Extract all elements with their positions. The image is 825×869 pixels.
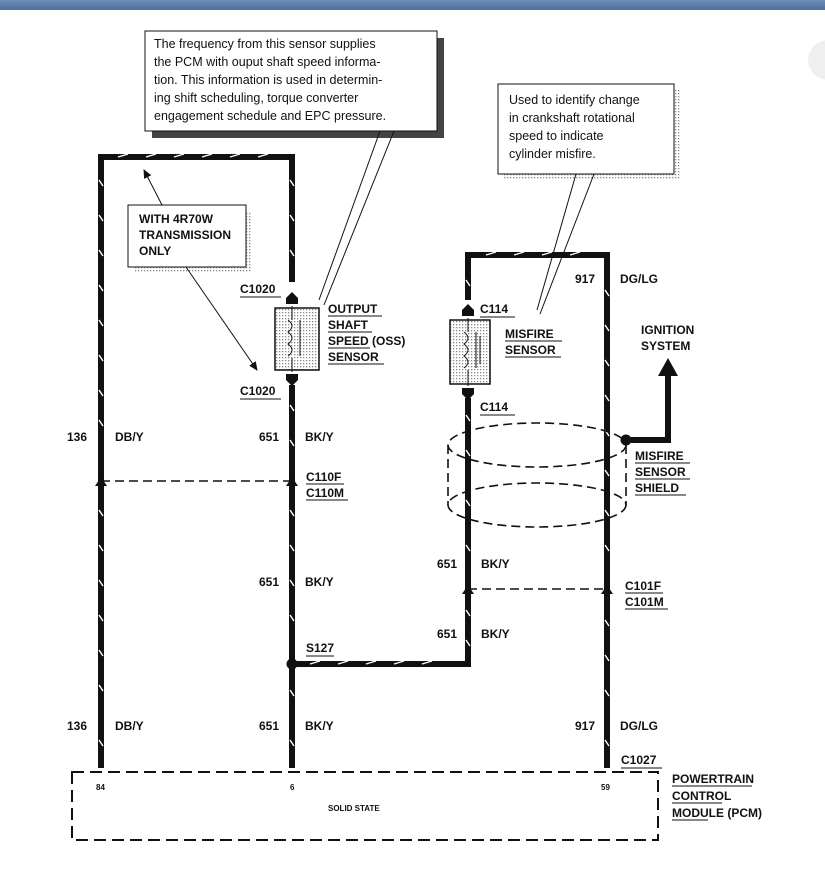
corner-scroll-bubble — [808, 40, 825, 80]
pcm-label-line-1: POWERTRAIN — [672, 772, 754, 786]
wire-651-lower-color: BK/Y — [305, 719, 334, 733]
shield-ground-dot — [620, 434, 632, 446]
c101m-label: C101M — [625, 595, 664, 609]
connector-label-underlines — [240, 296, 668, 769]
misfire-label-underlines — [505, 340, 562, 358]
wire-651-upper-number: 651 — [259, 430, 279, 444]
wire-136-db-y-loop — [98, 154, 295, 768]
c110f-label: C110F — [306, 470, 341, 484]
misfire-note-line-2: in crankshaft rotational — [509, 111, 635, 125]
misfire-label-line-2: SENSOR — [505, 343, 556, 357]
misfire-sensor-body — [449, 319, 491, 385]
wire-136-lower-color: DB/Y — [115, 719, 144, 733]
wire-651-upper-color: BK/Y — [305, 430, 334, 444]
shield-top-ellipse — [447, 422, 627, 468]
wire-917-lower-number: 917 — [575, 719, 595, 733]
oss-label-underlines — [328, 315, 384, 365]
ignition-arrow-icon — [658, 358, 678, 376]
splice-s127-dot — [286, 658, 298, 670]
trans-note-line-2: TRANSMISSION — [139, 228, 231, 242]
pcm-pin-84: 84 — [96, 783, 105, 792]
trans-note-line-3: ONLY — [139, 244, 171, 258]
wire-917-dg-lg-loop — [465, 252, 610, 768]
wire-917-upper-color: DG/LG — [620, 272, 658, 286]
oss-note-line-4: ing shift scheduling, torque converter — [154, 91, 358, 105]
c114-bottom-label: C114 — [480, 400, 508, 414]
misfire-label-line-1: MISFIRE — [505, 327, 554, 341]
c114-top-label: C114 — [480, 302, 508, 316]
wire-136-stripes-right — [289, 179, 295, 257]
shield-bottom-ellipse — [447, 482, 627, 528]
wire-651-shield-number: 651 — [437, 557, 457, 571]
shield-label-line-3: SHIELD — [635, 481, 679, 495]
wire-136-stripes-top — [117, 153, 269, 158]
pcm-pin-6: 6 — [290, 783, 295, 792]
misfire-note-box — [497, 83, 675, 175]
wire-917-upper-number: 917 — [575, 272, 595, 286]
wire-651-middle-number: 651 — [259, 575, 279, 589]
oss-note-line-3: tion. This information is used in determ… — [154, 73, 382, 87]
pcm-label-line-2: CONTROL — [672, 789, 731, 803]
oss-note-line-5: engagement schedule and EPC pressure. — [154, 109, 386, 123]
oss-note-box — [144, 30, 438, 132]
oss-sensor-terminals — [286, 292, 298, 386]
pcm-pin-59: 59 — [601, 783, 610, 792]
c110m-label: C110M — [306, 486, 344, 500]
wire-651-lower-number: 651 — [259, 719, 279, 733]
wire-917-lower-color: DG/LG — [620, 719, 658, 733]
misfire-sensor-terminals — [462, 304, 474, 400]
pcm-internal-label: SOLID STATE — [328, 804, 380, 813]
wire-136-lower-number: 136 — [67, 719, 87, 733]
wire-651-splice-color: BK/Y — [481, 627, 510, 641]
s127-label: S127 — [306, 641, 334, 655]
pcm-label-underlines — [672, 785, 752, 821]
window-title-bar — [0, 0, 825, 10]
misfire-coil-icon — [463, 318, 481, 386]
oss-note-pointer — [318, 130, 395, 306]
oss-note-line-1: The frequency from this sensor supplies — [154, 37, 376, 51]
wire-136-upper-number: 136 — [67, 430, 87, 444]
pcm-label-line-3: MODULE (PCM) — [672, 806, 762, 820]
oss-sensor-body — [274, 307, 320, 371]
c1020-top-label: C1020 — [240, 282, 276, 296]
misfire-note-pointer — [536, 173, 595, 315]
oss-label-line-3: SPEED (OSS) — [328, 334, 405, 348]
wire-136-stripes-left — [98, 179, 104, 747]
oss-label-line-4: SENSOR — [328, 350, 379, 364]
c1020-bottom-label: C1020 — [240, 384, 276, 398]
wire-136-upper-color: DB/Y — [115, 430, 144, 444]
misfire-note-line-4: cylinder misfire. — [509, 147, 596, 161]
shield-label-underlines — [635, 462, 690, 496]
shield-label-line-1: MISFIRE — [635, 449, 684, 463]
trans-note-line-1: WITH 4R70W — [139, 212, 214, 226]
shield-sides — [447, 445, 627, 505]
wire-917-stripes — [465, 251, 610, 747]
c101f-label: C101F — [625, 579, 661, 593]
wire-651-middle-color: BK/Y — [305, 575, 334, 589]
trans-note-arrow-down — [185, 266, 258, 371]
misfire-note-line-3: speed to indicate — [509, 129, 604, 143]
c1027-label: C1027 — [621, 753, 657, 767]
trans-note-box — [127, 204, 247, 268]
wire-651-bk-y-splice — [292, 398, 471, 667]
oss-label-line-1: OUTPUT — [328, 302, 378, 316]
pcm-box — [71, 771, 659, 841]
wire-651-stripes-splice — [309, 414, 471, 665]
shield-label-line-2: SENSOR — [635, 465, 686, 479]
misfire-note-line-1: Used to identify change — [509, 93, 640, 107]
connector-c110-pins — [95, 477, 298, 486]
ignition-feed-line — [631, 372, 671, 443]
oss-note-line-2: the PCM with ouput shaft speed informa- — [154, 55, 381, 69]
oss-coil-icon — [287, 306, 301, 372]
ignition-label-line-1: IGNITION — [641, 323, 694, 337]
ignition-label-line-2: SYSTEM — [641, 339, 690, 353]
wire-651-splice-number: 651 — [437, 627, 457, 641]
wire-651-stripes-oss — [289, 404, 295, 747]
trans-note-arrow-up — [143, 169, 163, 206]
oss-label-line-2: SHAFT — [328, 318, 369, 332]
wire-651-shield-color: BK/Y — [481, 557, 510, 571]
